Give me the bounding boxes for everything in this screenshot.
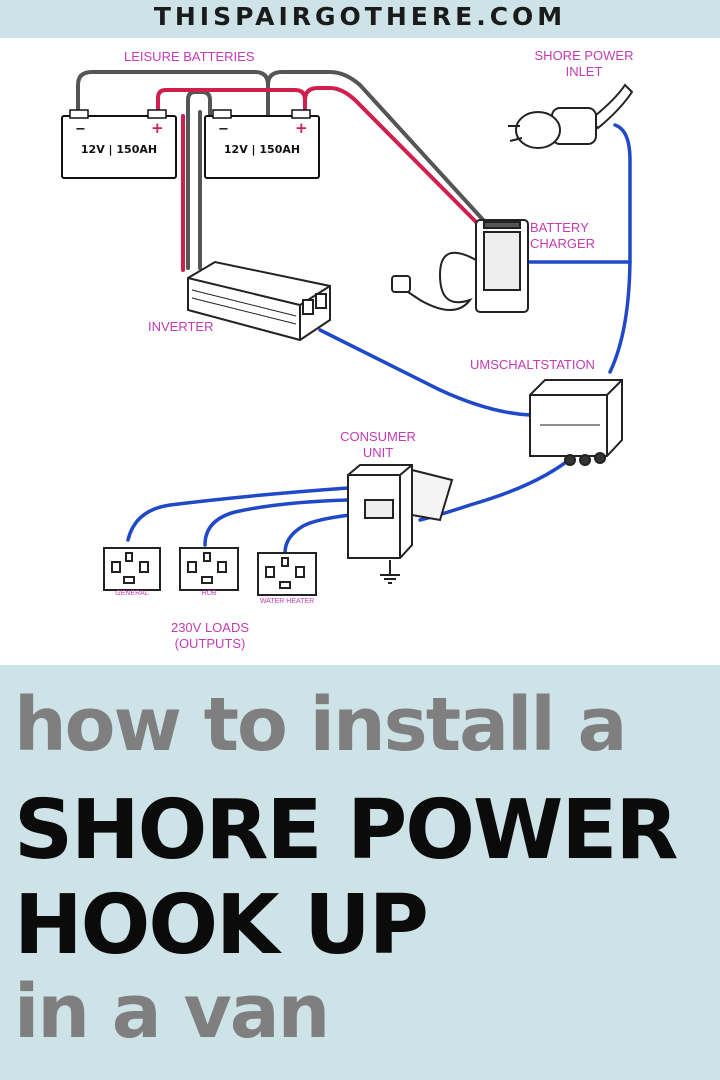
label-shore-power-inlet: SHORE POWER INLET [534,48,634,79]
svg-text:−: − [75,122,86,137]
label-battery-charger: BATTERY CHARGER [530,220,596,251]
changeover-switch-icon [529,379,623,466]
label-socket-general: GENERAL [115,590,149,597]
battery-right: − + [204,109,320,179]
positive-wires [156,86,484,272]
battery-left: − + [61,109,177,179]
top-banner [0,0,720,38]
headline-line-4: in a van [14,969,330,1055]
headline-line-2: SHORE POWER [14,783,679,878]
socket-hob-icon [179,547,239,591]
inverter-icon [187,260,331,342]
site-name: THISPAIRGOTHERE.COM [153,2,567,31]
socket-water-heater-icon [257,552,317,596]
label-umschaltstation: UMSCHALTSTATION [470,357,595,372]
svg-text:+: + [151,119,164,137]
label-socket-hob: HOB [201,590,217,597]
shore-power-plug-icon [508,83,634,149]
label-battery-right: 12V | 150AH [223,143,301,156]
consumer-unit-icon [347,464,454,584]
label-leisure-batteries: LEISURE BATTERIES [124,49,255,64]
svg-text:−: − [218,122,229,137]
label-consumer-unit: CONSUMER UNIT [340,429,416,460]
label-inverter: INVERTER [148,319,214,334]
label-230v-loads: 230V LOADS (OUTPUTS) [170,620,250,651]
headline-line-1: how to install a [14,682,627,768]
label-battery-left: 12V | 150AH [80,143,158,156]
battery-charger-icon [391,219,529,313]
label-socket-water-heater: WATER HEATER [259,598,315,605]
headline-line-3: HOOK UP [14,878,429,973]
svg-text:+: + [295,119,308,137]
wiring-diagram: − + − + [61,70,634,596]
headline-panel [0,665,720,1080]
socket-general-icon [103,547,161,591]
